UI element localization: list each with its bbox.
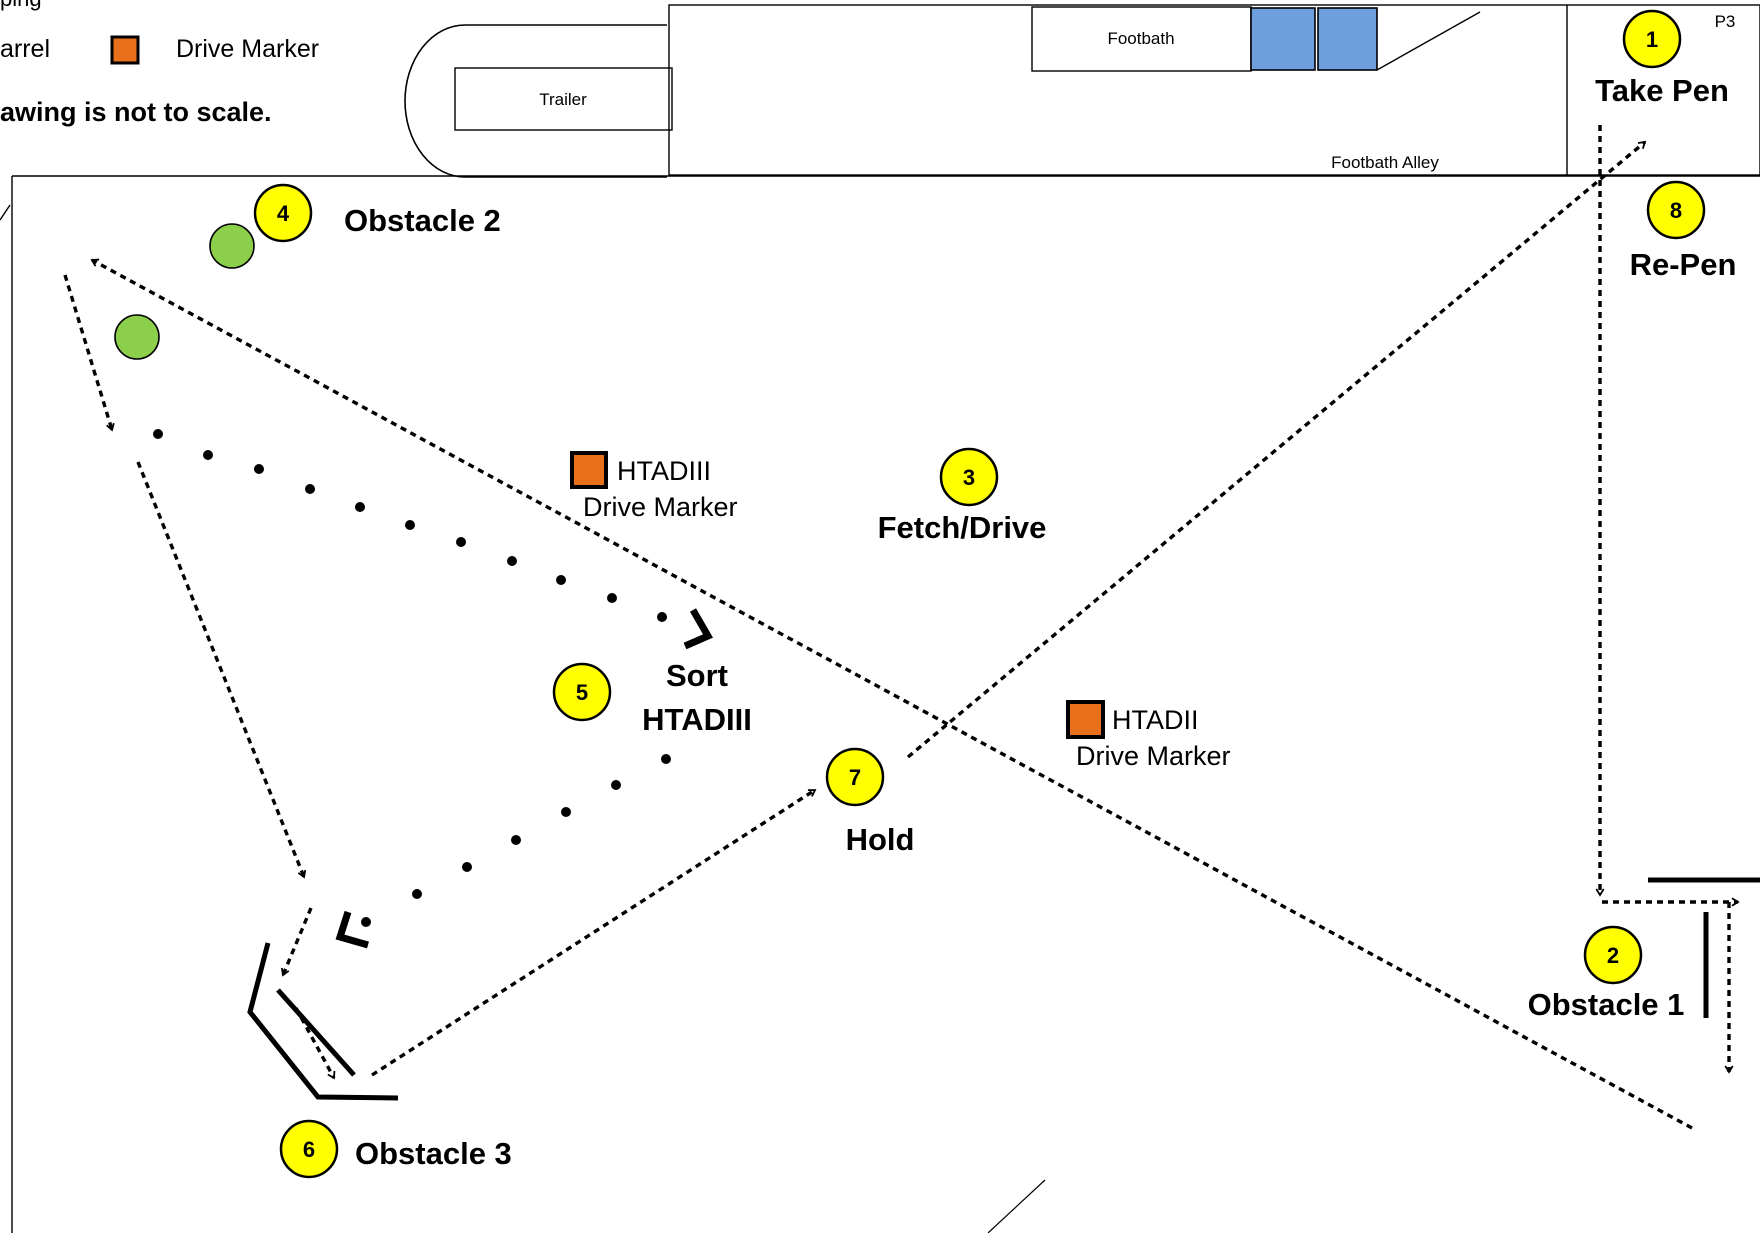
step-5-label-line2: HTADIII xyxy=(642,702,752,737)
drive-marker-swatch xyxy=(110,35,140,65)
step-1: 1 Take Pen xyxy=(1595,9,1729,108)
trailer-bay xyxy=(404,24,667,178)
obstacle-1-panels xyxy=(1648,877,1760,1018)
scale-note: awing is not to scale. xyxy=(0,97,272,127)
step-7: 7 Hold xyxy=(825,747,915,857)
path-obstacle2-exit xyxy=(63,274,112,430)
footbath-panel-2 xyxy=(1317,7,1378,71)
drive-marker-htadiii: HTADIII Drive Marker xyxy=(570,451,738,522)
sort-arrowhead-out xyxy=(683,608,713,650)
path-obstacle3-approach xyxy=(283,907,313,975)
step-8: 8 Re-Pen xyxy=(1630,180,1737,282)
footbath-label: Footbath xyxy=(1107,29,1174,48)
trailer xyxy=(454,67,673,131)
step-8-number: 8 xyxy=(1670,198,1682,223)
drive-marker-htadii-square xyxy=(1066,700,1105,739)
step-4: 4 Obstacle 2 xyxy=(253,183,501,243)
drive-marker-htadii: HTADII Drive Marker xyxy=(1066,700,1231,771)
top-structures: Trailer Footbath Footbath Alley P3 xyxy=(404,4,1760,178)
step-4-number: 4 xyxy=(277,201,290,226)
pen-id-label: P3 xyxy=(1715,12,1736,31)
step-3-badge xyxy=(939,447,999,507)
footbath-alley-label: Footbath Alley xyxy=(1331,153,1439,172)
step-5-badge xyxy=(552,662,612,722)
footbath-alley-building xyxy=(668,4,1760,176)
legend-barrel-label: arrel xyxy=(0,35,50,63)
step-6-label: Obstacle 3 xyxy=(355,1136,512,1171)
footbath-ramp xyxy=(1376,11,1481,71)
barrel-2 xyxy=(114,314,160,360)
step-7-badge xyxy=(825,747,885,807)
step-1-label: Take Pen xyxy=(1595,73,1729,108)
drive-marker-htadiii-code: HTADIII xyxy=(617,456,711,486)
field-boundary xyxy=(0,175,1760,1233)
legend-drive-marker-label: Drive Marker xyxy=(176,35,319,63)
step-7-label: Hold xyxy=(846,822,915,857)
step-4-label: Obstacle 2 xyxy=(344,203,501,238)
path-to-hold xyxy=(371,788,815,1077)
step-4-badge xyxy=(253,183,313,243)
barrel-1 xyxy=(209,223,255,269)
step-5: 5 Sort HTADIII xyxy=(552,658,752,737)
path-obstacle3-through xyxy=(294,1007,336,1078)
step-5-label-line1: Sort xyxy=(666,658,728,693)
drive-marker-htadiii-label: Drive Marker xyxy=(583,492,738,522)
step-3-label: Fetch/Drive xyxy=(878,510,1047,545)
footbath-panel-1 xyxy=(1250,7,1316,71)
obstacle-3-panels xyxy=(247,942,399,1101)
path-to-obstacle3 xyxy=(136,461,304,877)
step-3-number: 3 xyxy=(963,465,975,490)
legend: ping arrel Drive Marker awing is not to … xyxy=(0,0,319,127)
legend-line1: ping xyxy=(0,0,42,11)
step-6-badge xyxy=(279,1119,339,1179)
gate-line xyxy=(987,1179,1046,1233)
step-1-number: 1 xyxy=(1646,27,1658,52)
step-1-badge xyxy=(1622,9,1682,69)
sort-arrowhead-back xyxy=(335,910,369,949)
path-fetch-drive xyxy=(92,258,1693,1130)
drive-marker-htadii-code: HTADII xyxy=(1112,705,1199,735)
step-6-number: 6 xyxy=(303,1137,315,1162)
step-3: 3 Fetch/Drive xyxy=(878,447,1047,545)
footbath xyxy=(1031,6,1252,72)
step-8-badge xyxy=(1646,180,1706,240)
step-5-number: 5 xyxy=(576,680,588,705)
drive-marker-htadii-label: Drive Marker xyxy=(1076,741,1231,771)
step-2-number: 2 xyxy=(1607,943,1619,968)
sort-path xyxy=(153,429,671,927)
course-paths xyxy=(63,125,1738,1130)
trailer-label: Trailer xyxy=(539,90,587,109)
step-7-number: 7 xyxy=(849,765,861,790)
step-2-label: Obstacle 1 xyxy=(1528,987,1685,1022)
step-2: 2 Obstacle 1 xyxy=(1528,925,1685,1022)
step-8-label: Re-Pen xyxy=(1630,247,1737,282)
path-re-pen xyxy=(906,140,1645,759)
drive-marker-htadiii-square xyxy=(570,451,608,489)
step-6: 6 Obstacle 3 xyxy=(279,1119,512,1179)
step-2-badge xyxy=(1583,925,1643,985)
